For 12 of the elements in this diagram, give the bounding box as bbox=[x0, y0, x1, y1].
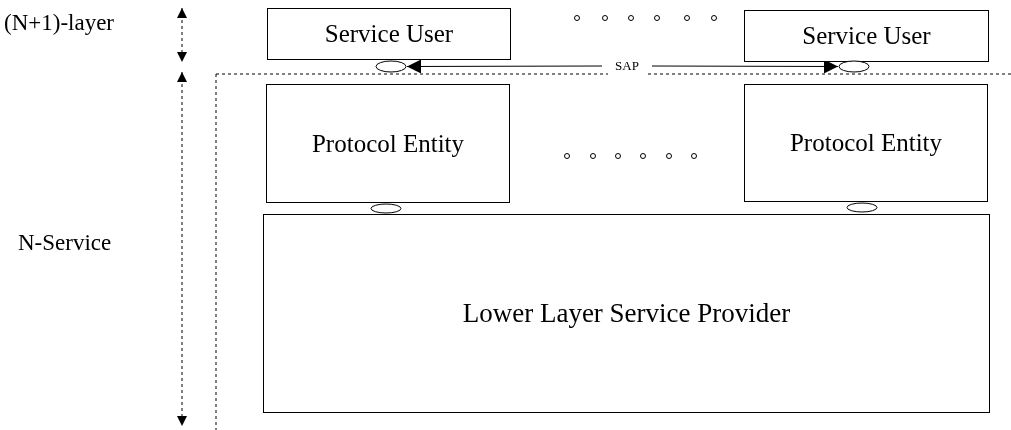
protocol-entity-box: Protocol Entity bbox=[744, 84, 988, 202]
protocol-entity-box: Protocol Entity bbox=[266, 84, 510, 203]
sap-ellipse bbox=[375, 60, 407, 73]
service-user-box: Service User bbox=[267, 8, 511, 60]
layer-label: (N+1)-layer bbox=[4, 10, 115, 36]
sap-ellipse bbox=[370, 203, 402, 214]
arrow bbox=[406, 59, 603, 74]
sap-ellipse bbox=[846, 202, 878, 213]
sap-ellipse bbox=[838, 60, 870, 73]
service-user-box: Service User bbox=[744, 10, 989, 62]
layer-label: N-Service bbox=[18, 230, 112, 256]
service-provider-box: Lower Layer Service Provider bbox=[263, 214, 990, 413]
